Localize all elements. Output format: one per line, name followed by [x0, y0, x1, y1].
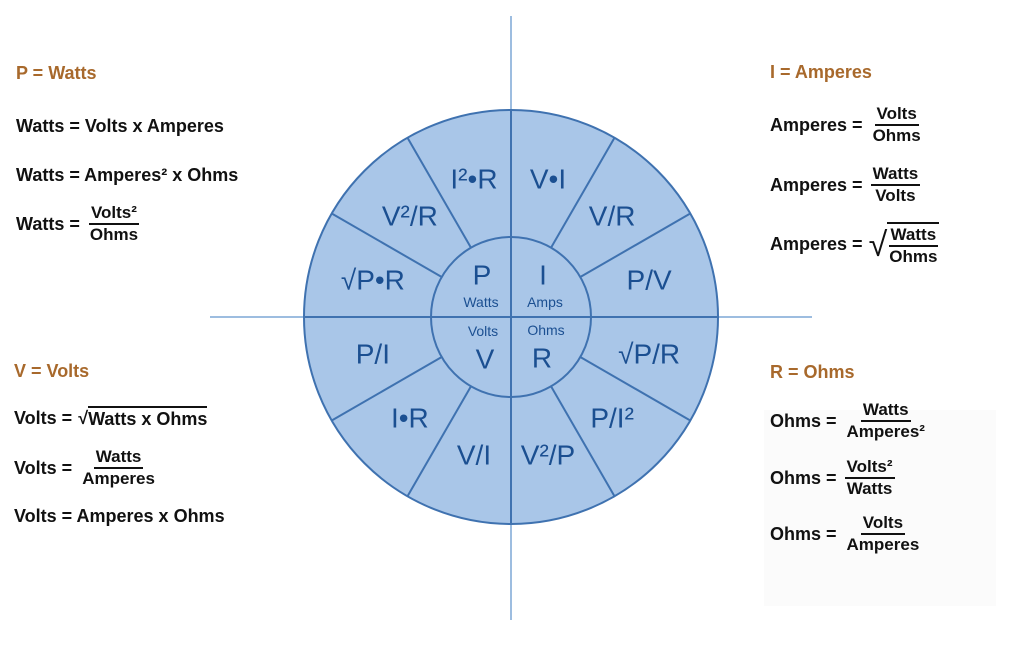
segment-divider — [331, 212, 443, 278]
i-unit: Amps — [527, 294, 563, 310]
voltage-formula-2-fraction: Watts Amperes — [80, 447, 157, 489]
segment-label: I²•R — [450, 163, 497, 194]
r-symbol: R — [532, 343, 552, 374]
segment-label: V•I — [530, 163, 566, 194]
resistance-formula-2: Ohms = Volts² Watts — [770, 457, 895, 499]
square-root-icon: √ — [78, 407, 89, 428]
fraction-numerator: Volts² — [844, 457, 895, 479]
segment-label: V/I — [457, 440, 491, 471]
v-symbol: V — [476, 344, 495, 375]
i-symbol: I — [539, 260, 547, 291]
current-formula-1: Amperes = Volts Ohms — [770, 104, 923, 146]
current-heading: I = Amperes — [770, 62, 872, 82]
resistance-formula-2-lhs: Ohms = — [770, 467, 837, 488]
current-formula-1-fraction: Volts Ohms — [871, 104, 923, 146]
voltage-heading: V = Volts — [14, 361, 90, 381]
resistance-formula-2-fraction: Volts² Watts — [844, 457, 895, 499]
fraction-numerator: Watts — [888, 225, 939, 247]
fraction-denominator: Ohms — [89, 225, 139, 244]
p-symbol: P — [473, 260, 492, 291]
fraction-numerator: Watts — [93, 447, 144, 469]
current-formula-3-fraction: Watts Ohms — [887, 222, 940, 267]
voltage-formula-2: Volts = Watts Amperes — [14, 447, 157, 489]
square-root-icon: √ — [868, 225, 888, 264]
current-formula-3: Amperes = √ Watts Ohms — [770, 222, 940, 267]
segment-label: P/I² — [590, 403, 634, 434]
segment-label: I•R — [391, 403, 429, 434]
current-formula-2: Amperes = Watts Volts — [770, 164, 921, 206]
resistance-panel-background — [764, 410, 996, 606]
resistance-formula-1-fraction: Watts Amperes² — [845, 400, 927, 442]
fraction-denominator: Volts — [875, 186, 916, 205]
segment-label: √P/R — [618, 339, 680, 370]
fraction-numerator: Volts² — [88, 203, 139, 225]
segment-divider — [550, 137, 616, 249]
fraction-numerator: Volts — [874, 104, 919, 126]
power-formula-2: Watts = Amperes² x Ohms — [16, 165, 239, 185]
segment-divider — [579, 356, 691, 422]
segment-divider — [579, 212, 691, 278]
resistance-heading: R = Ohms — [770, 362, 855, 382]
voltage-formula-1: Volts = √ Watts x Ohms — [14, 406, 208, 430]
fraction-denominator: Amperes — [846, 535, 920, 554]
current-formula-2-fraction: Watts Volts — [870, 164, 921, 206]
fraction-denominator: Watts — [846, 479, 893, 498]
power-formula-3: Watts = Volts² Ohms — [16, 203, 140, 245]
segment-label: P/V — [627, 264, 672, 295]
resistance-formula-3-fraction: Volts Amperes — [845, 513, 922, 555]
voltage-formula-1-radicand: Watts x Ohms — [88, 406, 208, 430]
fraction-denominator: Ohms — [889, 247, 938, 266]
segment-label: P/I — [356, 339, 390, 370]
wheel-group: V•I V/R P/V √P/R P/I² V²/P V/I I•R P/I √P•R V²/R I²… — [303, 109, 719, 525]
power-formula-3-lhs: Watts = — [16, 213, 80, 234]
voltage-formula-3: Volts = Amperes x Ohms — [14, 506, 225, 526]
segment-divider — [406, 137, 472, 249]
fraction-denominator: Amperes — [82, 469, 155, 488]
resistance-formula-3: Ohms = Volts Amperes — [770, 513, 921, 555]
segment-label: V/R — [589, 200, 636, 231]
segment-divider — [331, 356, 443, 422]
resistance-formula-3-lhs: Ohms = — [770, 523, 837, 544]
current-formula-2-lhs: Amperes = — [770, 174, 863, 195]
current-formula-3-lhs: Amperes = — [770, 234, 863, 254]
fraction-denominator: Ohms — [872, 126, 921, 145]
current-formula-3-radical: Watts Ohms — [887, 222, 940, 267]
v-unit: Volts — [468, 323, 498, 339]
fraction-denominator: Amperes² — [846, 422, 925, 441]
voltage-formula-2-lhs: Volts = — [14, 457, 73, 478]
segment-label: V²/R — [382, 200, 438, 231]
p-unit: Watts — [463, 294, 498, 310]
current-formula-1-lhs: Amperes = — [770, 114, 863, 135]
power-heading: P = Watts — [16, 63, 97, 83]
voltage-formula-1-lhs: Volts = — [14, 407, 73, 428]
power-formula-1: Watts = Volts x Amperes — [16, 116, 224, 136]
r-unit: Ohms — [527, 322, 564, 338]
fraction-numerator: Watts — [870, 164, 921, 186]
resistance-formula-1-lhs: Ohms = — [770, 410, 837, 431]
segment-divider — [550, 385, 616, 497]
segment-label: V²/P — [521, 440, 575, 471]
power-formula-3-fraction: Volts² Ohms — [88, 203, 140, 245]
resistance-formula-1: Ohms = Watts Amperes² — [770, 400, 927, 442]
segment-divider — [406, 385, 472, 497]
segment-label: √P•R — [341, 264, 405, 295]
fraction-numerator: Watts — [860, 400, 911, 422]
fraction-numerator: Volts — [860, 513, 906, 535]
